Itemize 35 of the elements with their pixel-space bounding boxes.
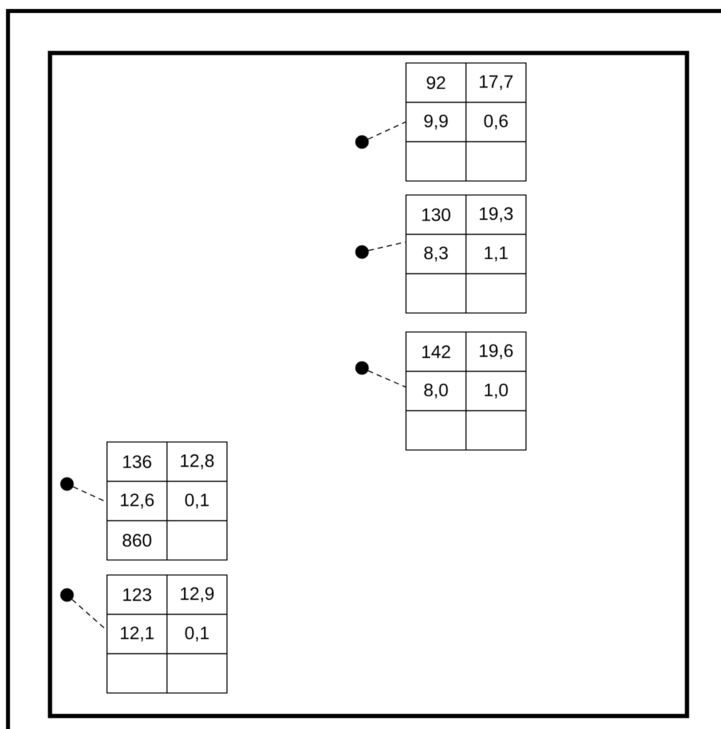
point-marker [355, 361, 369, 375]
cell-value: 1,0 [484, 384, 508, 398]
cell-value: 12,8 [180, 454, 214, 470]
data-table [405, 62, 527, 182]
point-marker [355, 245, 369, 259]
cell-value: 12,9 [180, 587, 214, 602]
cell-value: 130 [422, 208, 450, 222]
cell-value: 0,6 [484, 114, 508, 130]
data-table [106, 574, 228, 694]
leader-line [72, 599, 107, 630]
cell-value: 860 [122, 534, 152, 547]
point-marker [355, 135, 369, 149]
cell-value: 19,3 [480, 207, 513, 222]
cell-value: 9,9 [424, 114, 448, 130]
cell-value: 136 [123, 455, 152, 468]
cell-value: 12,1 [120, 626, 154, 642]
point-marker [60, 477, 74, 491]
cell-value: 19,6 [480, 344, 513, 360]
cell-value: 8,0 [424, 384, 448, 398]
cell-value: 0,1 [185, 626, 209, 642]
data-table [405, 331, 527, 451]
point-marker [60, 588, 74, 602]
cell-value: 8,3 [424, 246, 448, 262]
leader-line [368, 370, 406, 388]
data-table [106, 441, 228, 561]
cell-value: 17,7 [480, 75, 513, 90]
cell-value: 1,1 [484, 246, 508, 262]
data-table [405, 194, 527, 314]
cell-value: 123 [123, 588, 152, 602]
leader-line [368, 122, 406, 140]
cell-value: 142 [422, 345, 450, 358]
cell-value: 0,1 [185, 494, 209, 508]
leader-line [368, 242, 406, 251]
cell-value: 12,6 [120, 494, 154, 508]
cell-value: 92 [426, 76, 446, 90]
